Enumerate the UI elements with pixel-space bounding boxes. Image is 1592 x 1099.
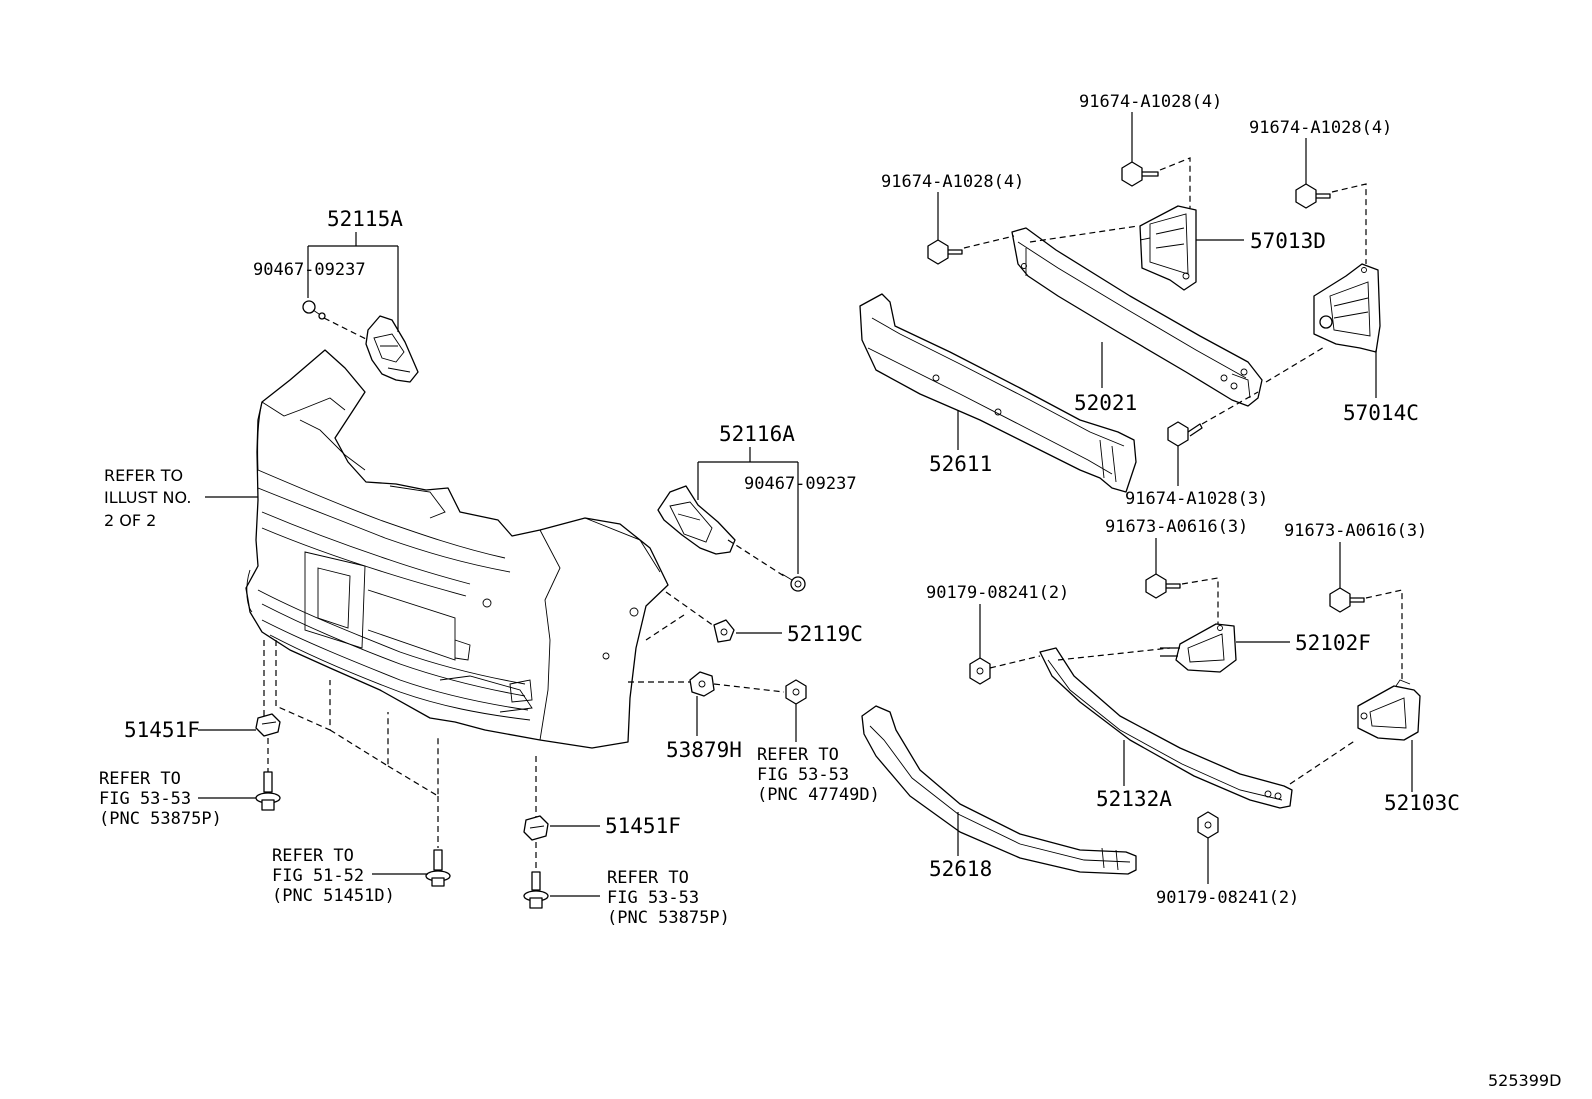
clip-51451F-b-icon	[523, 815, 549, 841]
ref-fig5152-line2: FIG 51-52	[272, 866, 364, 886]
ref-fig5353-right-line2: FIG 53-53	[757, 765, 849, 785]
ref-fig5353-right-line3: (PNC 47749D)	[757, 785, 880, 805]
label-51451F-b: 51451F	[605, 814, 681, 838]
nut-90179-a-icon	[969, 657, 991, 685]
label-57014C: 57014C	[1343, 401, 1419, 425]
clip-52119C-icon	[713, 619, 735, 643]
clip-90467-b-icon	[781, 573, 806, 592]
bolt-91673-b-icon	[1329, 587, 1365, 613]
ref-fig5353-left-line1: REFER TO	[99, 769, 181, 789]
label-51451F-a: 51451F	[124, 718, 200, 742]
label-90467-09237-b: 90467-09237	[744, 474, 857, 494]
bracket-52102F	[1160, 623, 1237, 673]
label-52618: 52618	[929, 857, 992, 881]
ref-illust-line1: REFER TO	[104, 466, 183, 485]
ref-illust-line3: 2 OF 2	[104, 511, 156, 530]
screw-53875P-a-icon	[255, 771, 281, 811]
label-52102F: 52102F	[1295, 631, 1371, 655]
label-91673-A0616-a: 91673-A0616(3)	[1105, 517, 1248, 537]
nut-47749D-icon	[785, 679, 807, 705]
label-52132A: 52132A	[1096, 787, 1172, 811]
screw-51451D-icon	[425, 849, 451, 887]
label-52115A: 52115A	[327, 207, 403, 231]
ref-fig5353-bottom-note: REFER TO FIG 53-53 (PNC 53875P)	[607, 868, 730, 928]
ref-fig5353-bottom-line2: FIG 53-53	[607, 888, 699, 908]
label-91674-A1028-a: 91674-A1028(4)	[881, 172, 1024, 192]
label-57013D: 57013D	[1250, 229, 1326, 253]
bolt-91674-d-icon	[1167, 421, 1203, 447]
bracket-52103C	[1357, 679, 1421, 741]
ref-fig5353-left-line3: (PNC 53875P)	[99, 809, 222, 829]
bolt-91674-b-icon	[1121, 161, 1159, 187]
screw-53875P-b-icon	[523, 871, 549, 909]
ref-fig5152-line3: (PNC 51451D)	[272, 886, 395, 906]
label-90179-08241-b: 90179-08241(2)	[1156, 888, 1299, 908]
absorber-52618	[861, 705, 1137, 875]
ref-fig5152-note: REFER TO FIG 51-52 (PNC 51451D)	[272, 846, 395, 906]
nut-90179-b-icon	[1197, 811, 1219, 839]
ref-fig5353-bottom-line3: (PNC 53875P)	[607, 908, 730, 928]
ref-fig5353-left-note: REFER TO FIG 53-53 (PNC 53875P)	[99, 769, 222, 829]
bracket-52115A	[365, 315, 419, 383]
label-91673-A0616-b: 91673-A0616(3)	[1284, 521, 1427, 541]
clip-51451F-a-icon	[255, 713, 281, 737]
bracket-57013D	[1139, 205, 1197, 291]
label-52021: 52021	[1074, 391, 1137, 415]
part-labels: 52115A 90467-09237 52116A 90467-09237 52…	[124, 92, 1460, 908]
bracket-57014C	[1313, 263, 1381, 353]
label-52116A: 52116A	[719, 422, 795, 446]
bolt-91674-a-icon	[927, 239, 963, 265]
bumper-cover	[245, 349, 669, 749]
ref-fig5353-left-line2: FIG 53-53	[99, 789, 191, 809]
label-52611: 52611	[929, 452, 992, 476]
ref-fig5353-right-line1: REFER TO	[757, 745, 839, 765]
label-91674-A1028-b: 91674-A1028(4)	[1079, 92, 1222, 112]
reinforcement-52021	[1011, 227, 1263, 407]
label-52103C: 52103C	[1384, 791, 1460, 815]
bolt-91673-a-icon	[1145, 573, 1181, 599]
clip-90467-a-icon	[302, 300, 326, 320]
ref-fig5353-right-note: REFER TO FIG 53-53 (PNC 47749D)	[757, 745, 880, 805]
diagram-id: 525399D	[1488, 1071, 1561, 1090]
retainer-53879H-icon	[689, 671, 715, 697]
label-90179-08241-a: 90179-08241(2)	[926, 583, 1069, 603]
bracket-52116A	[657, 485, 736, 555]
label-53879H: 53879H	[666, 738, 742, 762]
bolt-91674-c-icon	[1295, 183, 1331, 209]
label-91674-A1028-d: 91674-A1028(3)	[1125, 489, 1268, 509]
ref-fig5353-bottom-line1: REFER TO	[607, 868, 689, 888]
ref-fig5152-line1: REFER TO	[272, 846, 354, 866]
absorber-52611	[859, 293, 1137, 493]
reinforcement-52132A	[1039, 647, 1293, 809]
ref-illust-line2: ILLUST NO.	[104, 488, 191, 507]
ref-illust-note: REFER TO ILLUST NO. 2 OF 2	[104, 466, 191, 530]
leader-lines	[198, 112, 1413, 897]
label-90467-09237-a: 90467-09237	[253, 260, 366, 280]
label-91674-A1028-c: 91674-A1028(4)	[1249, 118, 1392, 138]
label-52119C: 52119C	[787, 622, 863, 646]
